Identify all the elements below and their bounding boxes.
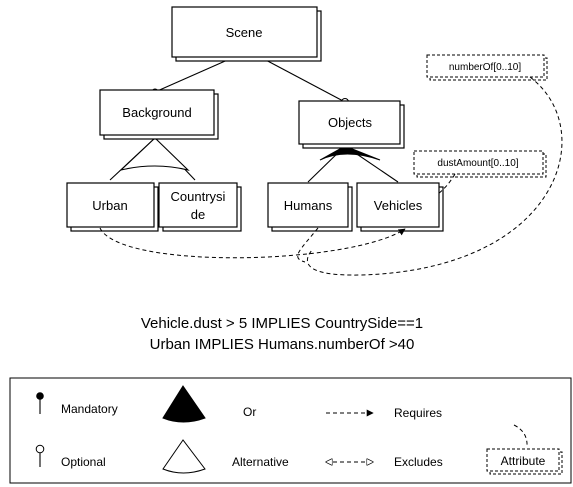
node-background: Background [99,89,219,140]
legend-requires-label: Requires [394,406,442,420]
legend-excludes-label: Excludes [394,455,443,469]
node-scene: Scene [171,6,322,62]
node-humans-label: Humans [284,198,333,213]
attribute-link-number-of [307,76,563,276]
legend-alternative-label: Alternative [232,455,289,469]
attribute-link-dust-amount [437,173,456,195]
legend-mandatory-label: Mandatory [61,402,118,416]
attribute-dust-amount-label: dustAmount[0..10] [437,158,518,169]
node-urban-label: Urban [92,198,127,213]
legend-optional-dot [35,444,45,454]
node-urban: Urban [66,182,159,232]
node-vehicles: Vehicles [356,182,444,232]
legend-mandatory-dot [36,392,44,400]
attribute-number-of: numberOf[0..10] [426,54,548,81]
node-countryside-label-line1: Countrysi [171,189,226,204]
attribute-dust-amount: dustAmount[0..10] [413,150,547,178]
constraint-line-1: Vehicle.dust > 5 IMPLIES CountrySide==1 [141,315,423,332]
node-countryside-label-line2: de [191,207,205,222]
legend-attribute-link [513,424,528,448]
or-group-arc [319,145,381,161]
node-background-label: Background [122,105,191,120]
alternative-group-arc [119,137,190,172]
node-objects-label: Objects [328,115,373,130]
node-scene-label: Scene [226,25,263,40]
requires-urban-vehicles [99,227,406,259]
legend-optional-label: Optional [61,455,106,469]
legend-alternative-icon [162,439,206,474]
node-vehicles-label: Vehicles [374,198,423,213]
node-humans: Humans [267,182,353,232]
node-objects: Objects [298,100,405,149]
legend-frame [9,377,572,484]
excludes-humans-countryside [297,227,319,263]
edge-scene-background [154,57,233,93]
legend-or-label: Or [243,405,256,419]
legend-attribute-box: Attribute [486,448,563,475]
legend-or-icon [162,385,206,423]
edge-scene-objects [261,57,346,103]
attribute-number-of-label: numberOf[0..10] [449,62,521,73]
node-countryside: Countrysi de [158,182,242,232]
legend-attribute-label: Attribute [501,454,546,468]
constraint-line-2: Urban IMPLIES Humans.numberOf >40 [150,336,415,353]
